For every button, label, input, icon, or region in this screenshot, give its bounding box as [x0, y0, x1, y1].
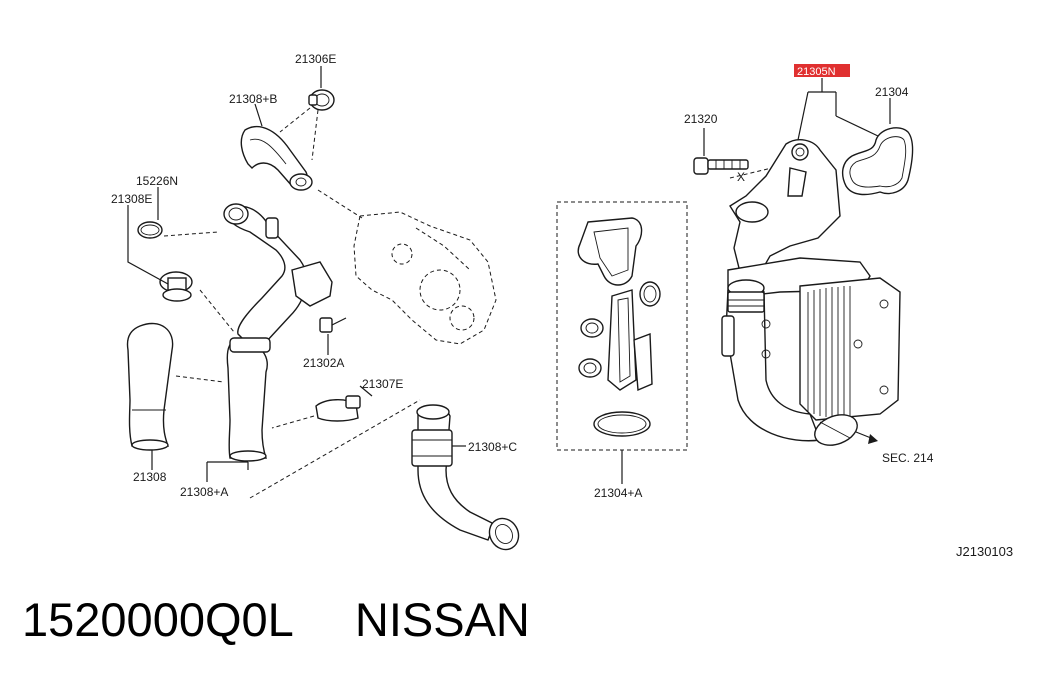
callout-21308-c: 21308+C — [468, 440, 517, 454]
gasket-21304 — [841, 127, 914, 196]
brand-name: NISSAN — [354, 593, 530, 646]
callout-21307e: 21307E — [362, 377, 403, 391]
pipe-21308-c — [411, 404, 520, 551]
hose-21308-a — [226, 337, 271, 462]
callout-21308e: 21308E — [111, 192, 152, 206]
clamp-21306e — [308, 89, 335, 111]
callout-21304: 21304 — [875, 85, 909, 99]
oil-cooler-core — [799, 277, 901, 446]
figure-code: J2130103 — [956, 544, 1013, 559]
bolt-21302a — [319, 317, 347, 333]
footer: 1520000Q0L NISSAN — [22, 596, 722, 643]
sec-214-reference: SEC. 214 — [882, 451, 934, 465]
callout-21305n-highlight[interactable] — [794, 64, 850, 77]
callout-21305n[interactable]: 21305N — [797, 66, 836, 78]
callout-21302a: 21302A — [303, 356, 344, 370]
clamp-21307e — [315, 395, 361, 422]
callout-15226n: 15226N — [136, 174, 178, 188]
callout-21308-b: 21308+B — [229, 92, 277, 106]
clamp-15226n — [159, 271, 193, 302]
x-mark: X — [737, 170, 745, 184]
callout-21308: 21308 — [133, 470, 167, 484]
callout-21306e: 21306E — [295, 52, 336, 66]
pipe-main — [223, 203, 333, 348]
hose-21308-b — [240, 125, 313, 191]
callout-21304-a: 21304+A — [594, 486, 642, 500]
part-number: 1520000Q0L — [22, 593, 294, 646]
callout-21308-a: 21308+A — [180, 485, 228, 499]
callout-21320: 21320 — [684, 112, 718, 126]
o-ring-21308e — [137, 221, 163, 239]
bolt-21320 — [693, 157, 749, 175]
gasket-kit-parts — [577, 217, 661, 437]
engine-block-phantom — [317, 189, 497, 345]
hose-21308 — [126, 322, 174, 451]
